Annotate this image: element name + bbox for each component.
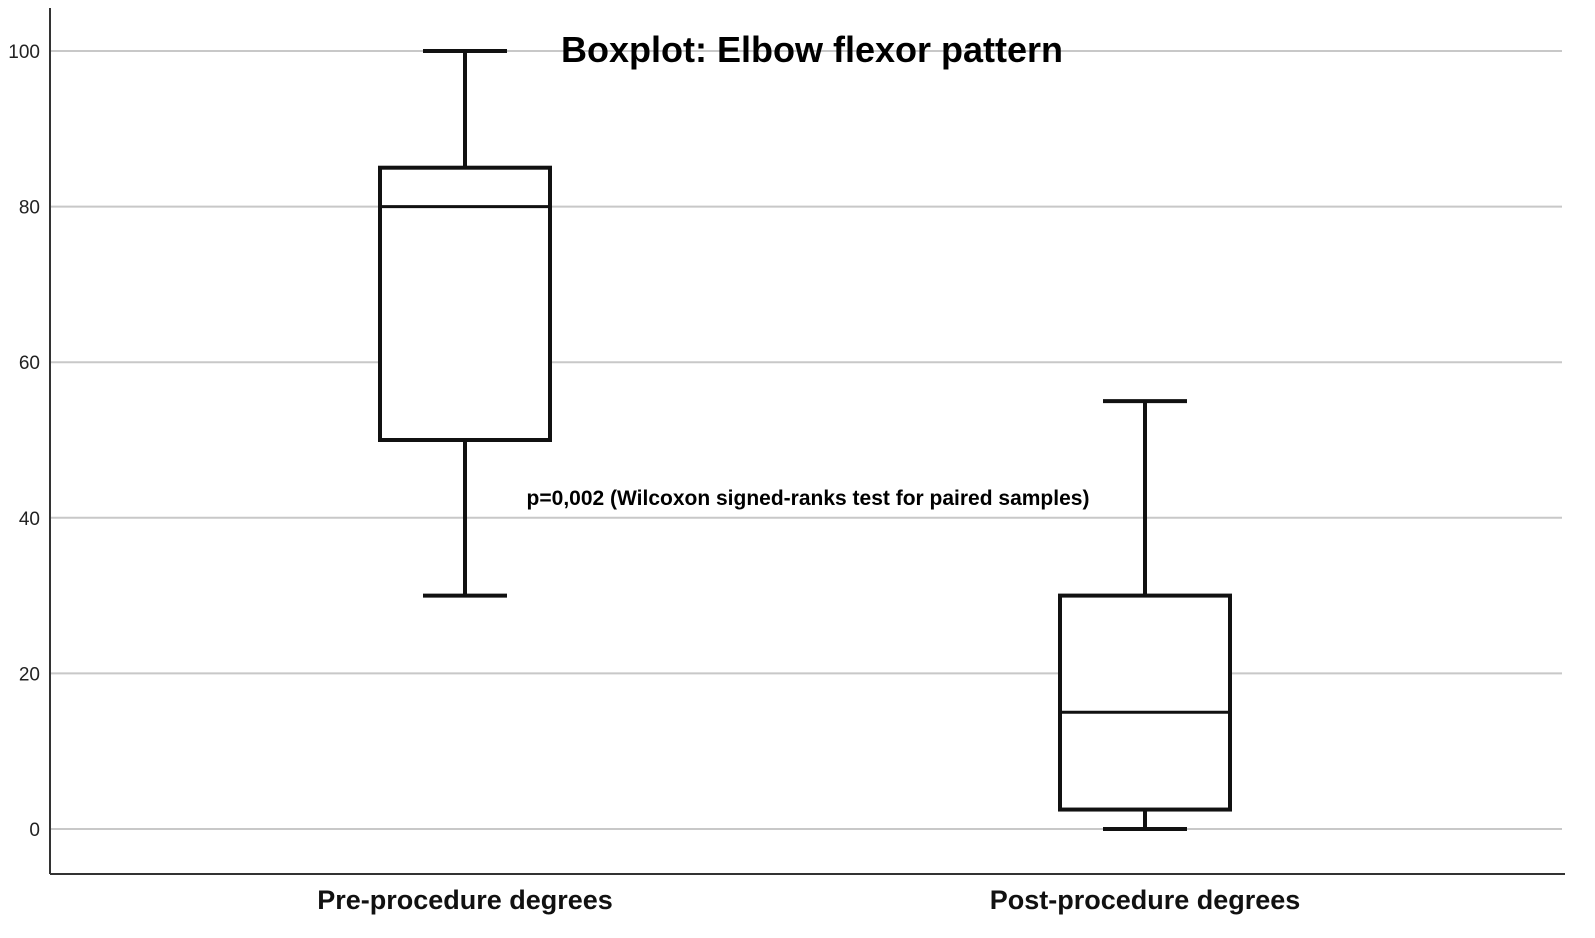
axes (49, 8, 1565, 875)
y-tick-label-20: 20 (19, 664, 40, 685)
y-tick-label-60: 60 (19, 353, 40, 374)
grid-lines (50, 50, 1562, 830)
y-tick-labels: 0 20 40 60 80 100 (8, 42, 40, 841)
iqr-box (378, 165, 552, 442)
category-label-1: Pre-procedure degrees (317, 885, 613, 915)
y-tick-label-100: 100 (8, 42, 40, 63)
boxes (378, 49, 1232, 831)
category-labels: Pre-procedure degrees Post-procedure degr… (317, 885, 1300, 915)
y-tick-label-40: 40 (19, 509, 40, 530)
y-tick-label-0: 0 (29, 820, 40, 841)
chart-title: Boxplot: Elbow flexor pattern (561, 29, 1063, 70)
box-2 (1058, 399, 1232, 831)
box-1 (378, 49, 552, 598)
iqr-box (1058, 593, 1232, 812)
p-value-annotation: p=0,002 (Wilcoxon signed-ranks test for … (527, 487, 1090, 510)
category-label-2: Post-procedure degrees (990, 885, 1301, 915)
y-tick-label-80: 80 (19, 198, 40, 219)
